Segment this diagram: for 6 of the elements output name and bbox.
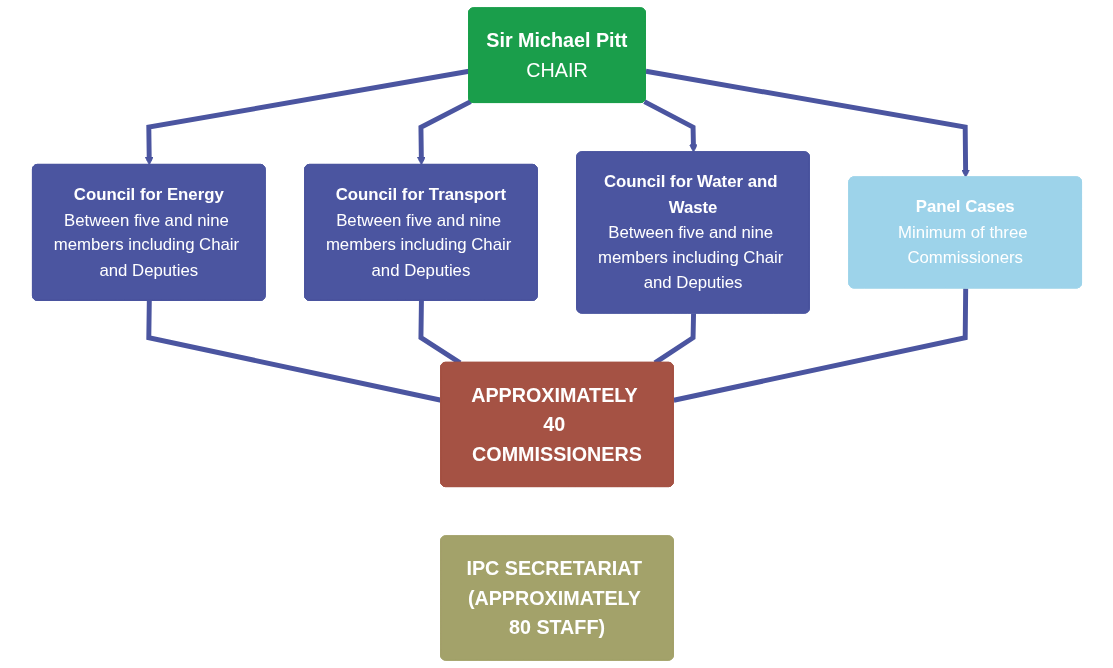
arrow	[416, 99, 472, 166]
connector	[145, 300, 442, 403]
connector	[672, 288, 968, 403]
arrow	[642, 99, 698, 153]
arrow	[645, 68, 970, 178]
arrow	[144, 68, 469, 166]
